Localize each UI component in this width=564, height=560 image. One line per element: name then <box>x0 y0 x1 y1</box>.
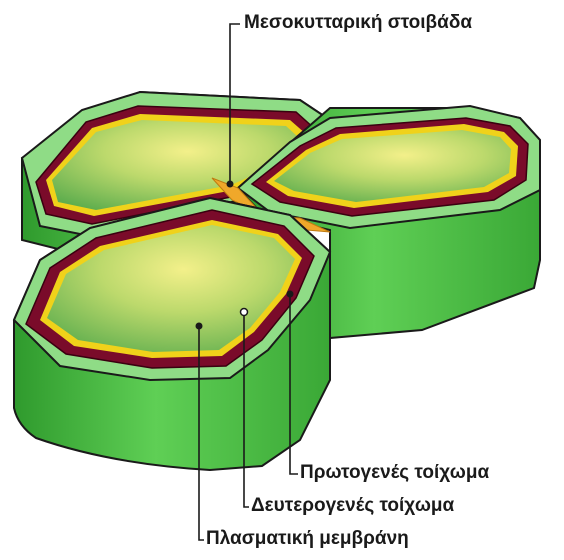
middle-lamella-label: Μεσοκυτταρική στοιβάδα <box>244 12 472 34</box>
primary-wall-label: Πρωτογενές τοίχωμα <box>300 462 489 484</box>
middle-lamella-marker <box>227 181 234 188</box>
secondary-wall-label: Δευτερογενές τοίχωμα <box>251 495 454 517</box>
plasma-membrane-label: Πλασματική μεμβράνη <box>206 528 409 550</box>
secondary-wall-marker <box>241 309 248 316</box>
primary-wall-marker <box>287 291 294 298</box>
plasma-membrane-marker <box>196 323 203 330</box>
